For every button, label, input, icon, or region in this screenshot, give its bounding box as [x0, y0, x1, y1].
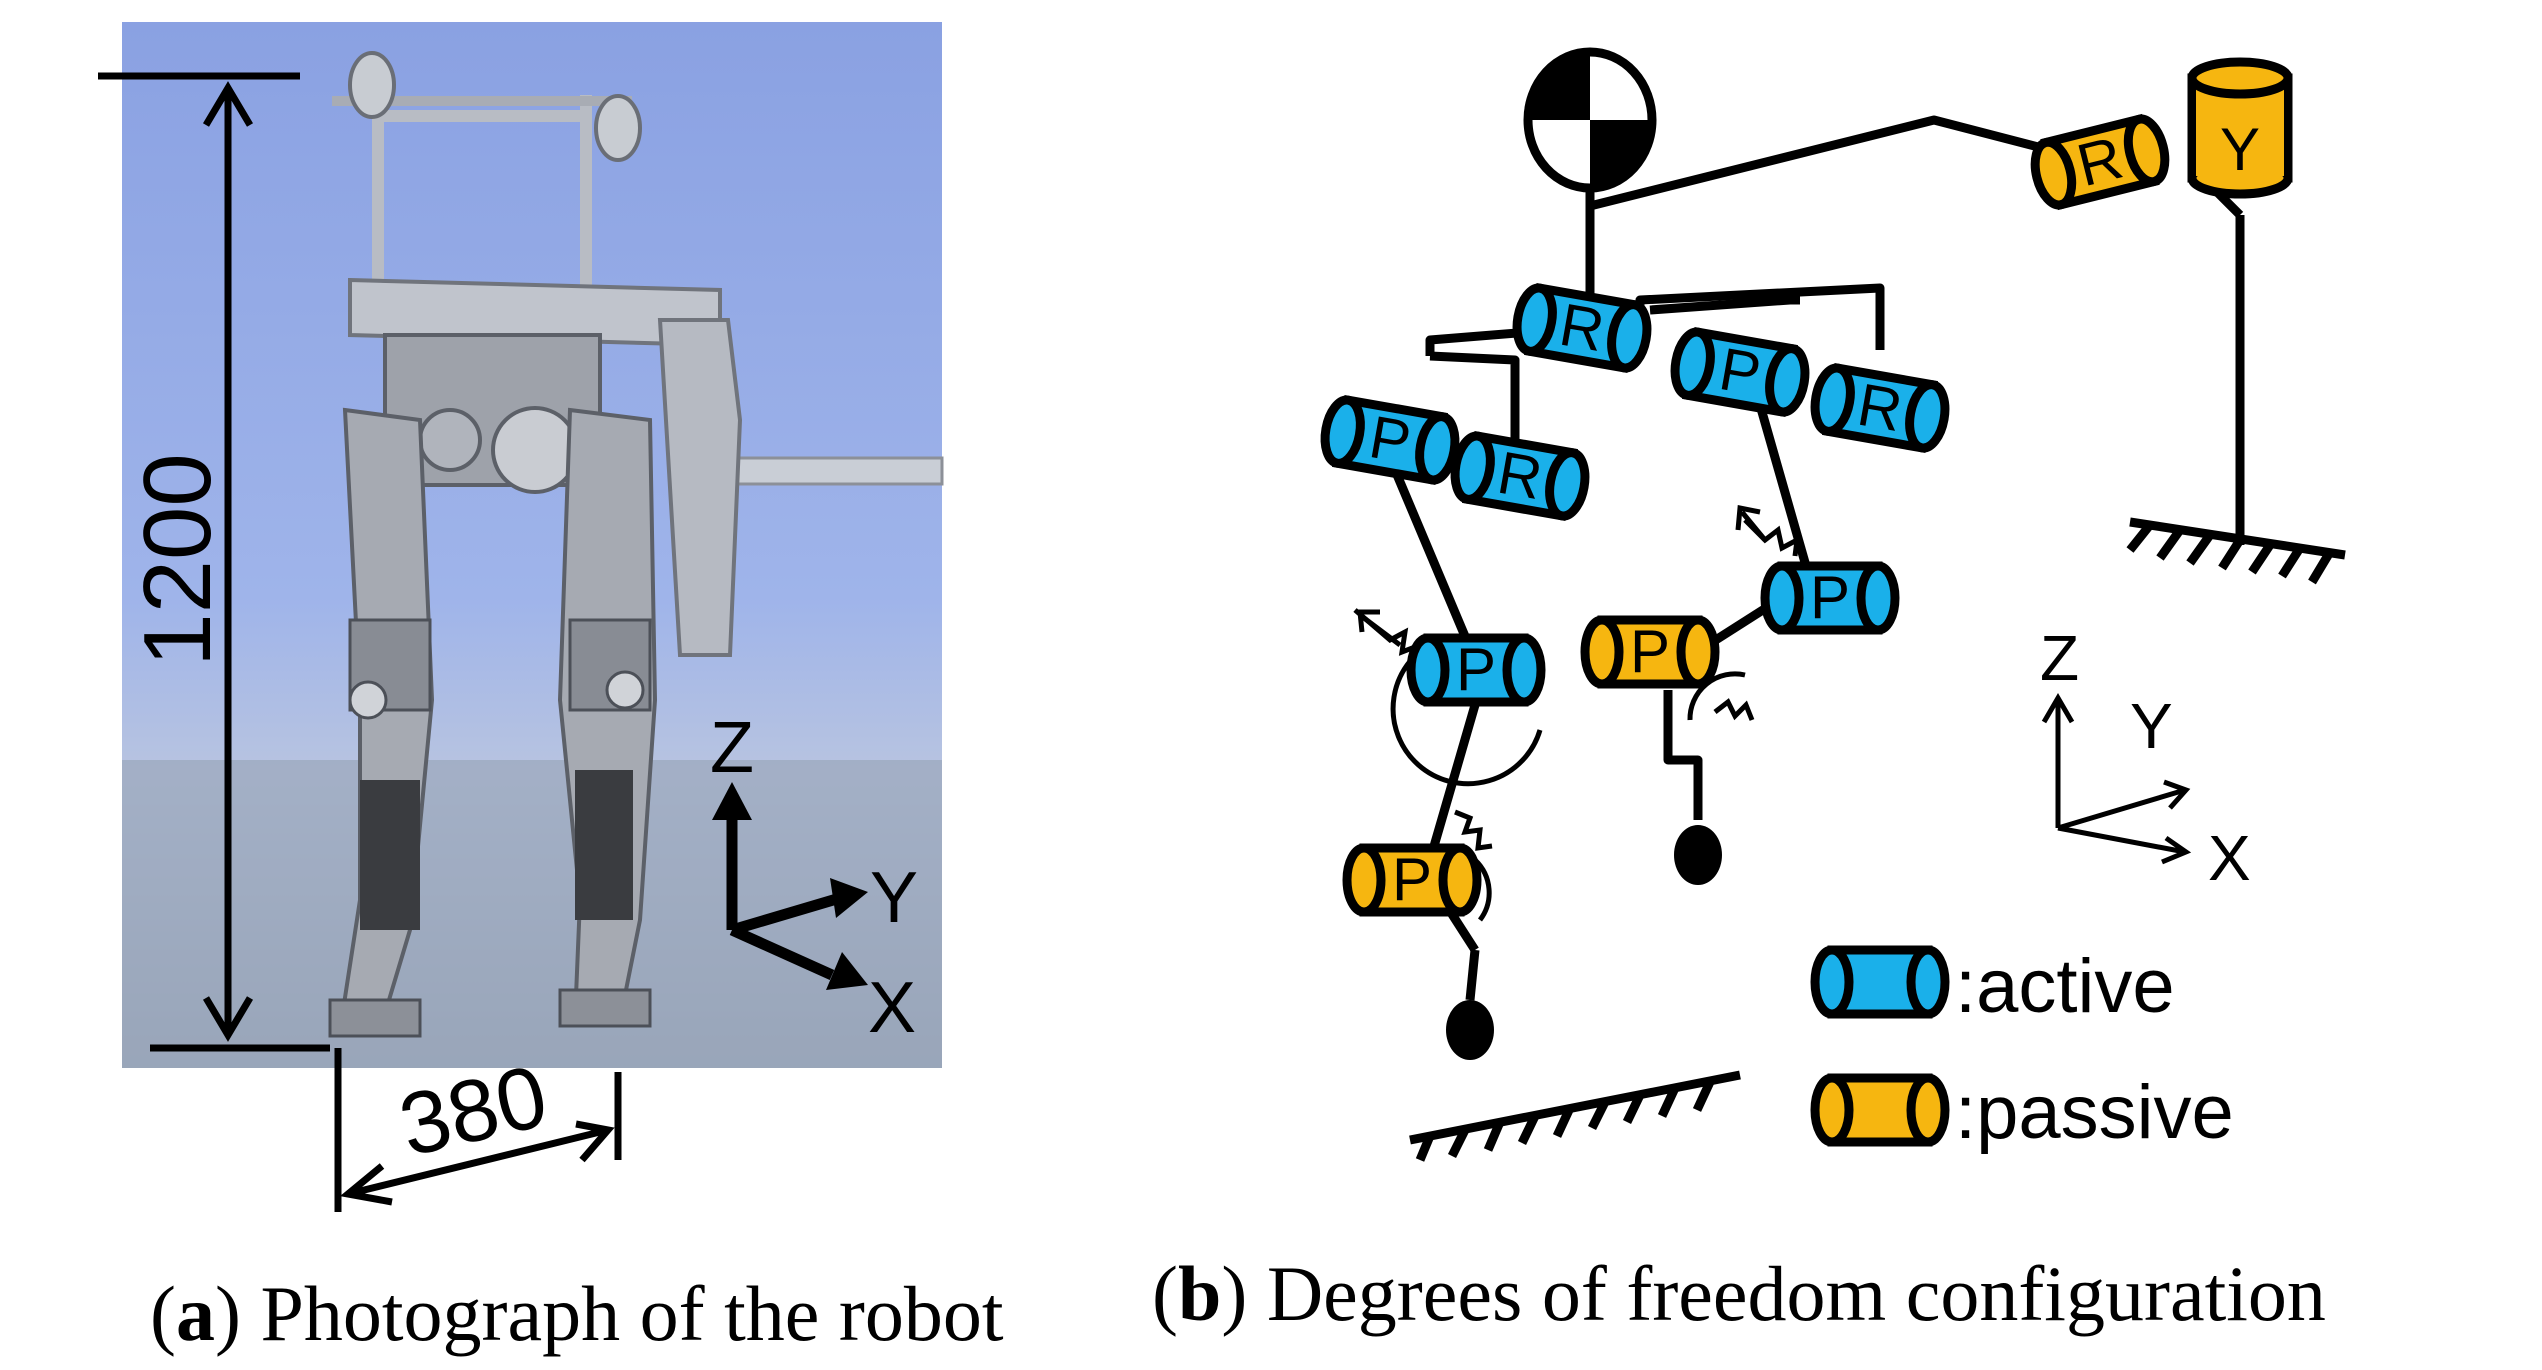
joint-left-knee-label: P	[1456, 636, 1496, 703]
caption-a-text: ) Photograph of the robot	[215, 1270, 1004, 1357]
axis-b-x: X	[2208, 822, 2251, 894]
height-dim-label: 1200	[124, 453, 231, 667]
joint-left-knee: P	[1411, 636, 1541, 703]
legend-active-label: :active	[1955, 944, 2175, 1029]
legend-passive	[1815, 1078, 1945, 1142]
joint-left-hip-roll: R	[1450, 431, 1590, 520]
legend-active	[1815, 950, 1945, 1014]
joint-boom-roll: R	[2029, 113, 2171, 209]
joint-left-ankle: P	[1347, 846, 1477, 913]
joint-right-hip-roll: R	[1810, 363, 1950, 452]
ground-floor	[1409, 1070, 1741, 1162]
caption-b-text: ) Degrees of freedom configuration	[1221, 1250, 2326, 1337]
width-dimension	[334, 1048, 622, 1212]
feet-masses	[1446, 825, 1722, 1060]
axis-b-y: Y	[2130, 690, 2173, 762]
joint-right-ankle-label: P	[1630, 618, 1670, 685]
joint-hip-roll: R	[1512, 283, 1652, 372]
joint-left-hip-pitch: P	[1320, 395, 1460, 484]
axis-a-y: Y	[870, 858, 918, 938]
joint-right-knee: P	[1765, 564, 1895, 631]
axes-b	[2041, 693, 2192, 865]
joint-right-ankle: P	[1585, 618, 1715, 685]
joint-right-hip-pitch: P	[1670, 327, 1810, 416]
caption-b-letter: b	[1178, 1250, 1221, 1337]
joint-boom-yaw: Y	[2187, 57, 2293, 199]
ground-boom	[2126, 517, 2346, 585]
joint-left-ankle-label: P	[1392, 846, 1432, 913]
joint-right-knee-label: P	[1810, 564, 1850, 631]
robot-photo	[122, 22, 944, 1068]
axis-b-z: Z	[2040, 622, 2079, 694]
caption-a-letter: a	[176, 1270, 215, 1357]
axis-a-z: Z	[710, 708, 754, 788]
spring-arrows	[1357, 505, 1767, 647]
dof-links	[1390, 115, 2245, 1001]
com-marker-icon	[1523, 47, 1657, 193]
height-dimension	[98, 72, 330, 1052]
legend-passive-label: :passive	[1955, 1070, 2234, 1155]
joint-boom-yaw-label: Y	[2220, 116, 2260, 183]
axes-a	[712, 782, 868, 990]
caption-b: (b) Degrees of freedom configuration	[1152, 1250, 2326, 1337]
caption-a: (a) Photograph of the robot	[150, 1270, 1004, 1357]
axis-a-x: X	[868, 968, 916, 1048]
